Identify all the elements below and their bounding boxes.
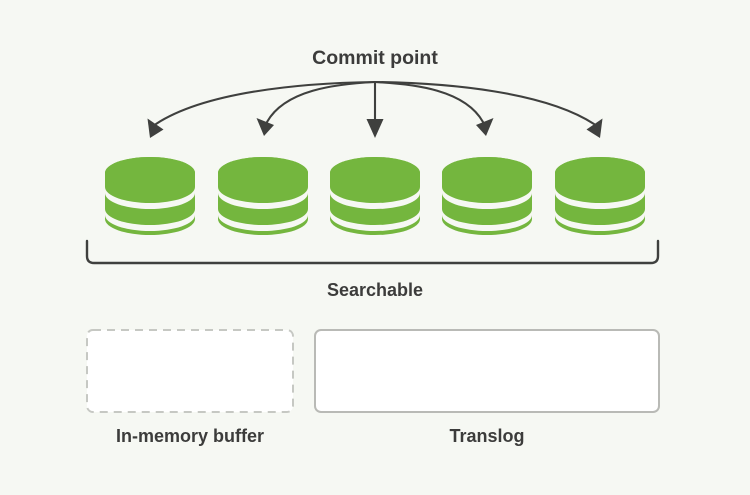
commit-arrow-4 [373,80,494,136]
commit-arrow-3 [366,80,384,138]
segment-cylinder [555,157,645,235]
translog-box [314,329,660,413]
commit-point-arrows [147,80,603,138]
commit-arrow-1 [147,80,377,138]
in-memory-buffer-label: In-memory buffer [116,426,264,446]
segment-cylinder [105,157,195,235]
translog-label: Translog [449,426,524,446]
in-memory-buffer-box [86,329,294,413]
commit-arrow-5 [373,80,603,138]
page-title: Commit point [312,47,438,69]
searchable-bracket [85,239,660,265]
commit-arrow-2 [256,80,377,136]
searchable-segments [105,157,645,235]
segment-cylinder [218,157,308,235]
searchable-label: Searchable [327,280,423,300]
segment-cylinder [442,157,532,235]
segment-cylinder [330,157,420,235]
